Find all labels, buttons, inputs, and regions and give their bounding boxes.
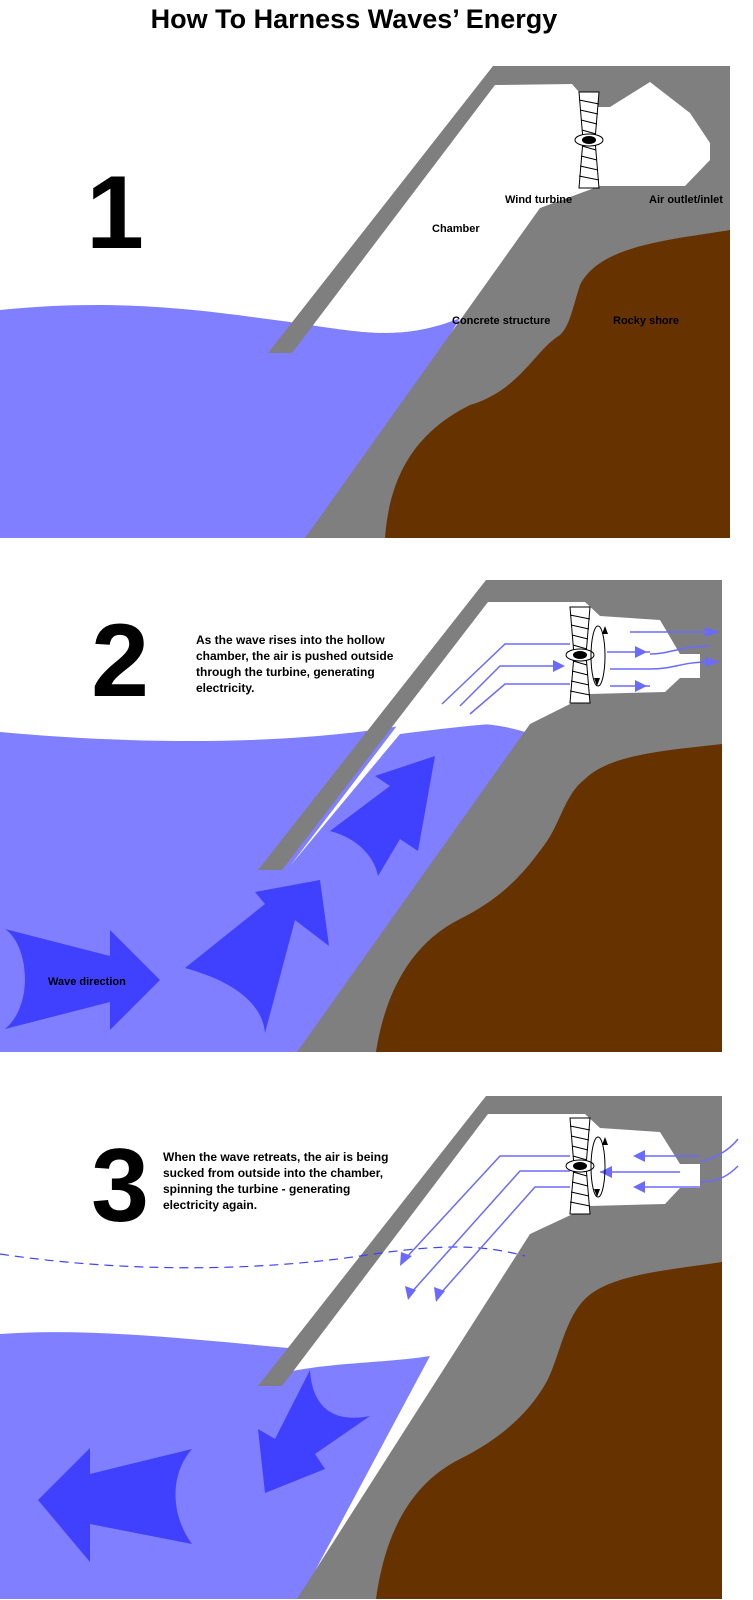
rocky-shore [385,230,730,538]
label-rocky-shore: Rocky shore [613,315,679,327]
rocky-shore [376,1262,722,1599]
description-line: As the wave rises into the hollow [196,633,385,647]
wave-arrow-3 [330,756,435,876]
wave-arrow-retreat-2 [38,1448,192,1562]
panel-1: 1 Wind turbine Air outlet/inlet Chamber … [0,66,730,538]
previous-water-level [0,1246,526,1269]
water-body [0,305,460,538]
wave-arrows [5,756,435,1033]
label-air-outlet: Air outlet/inlet [649,194,723,206]
rocky-shore [376,744,722,1052]
description-line: sucked from outside into the chamber, [163,1166,383,1180]
air-flow-arrowheads [553,627,720,692]
wave-arrow-1 [5,929,160,1030]
description-line: chamber, the air is pushed outside [196,649,394,663]
label-concrete-structure: Concrete structure [452,315,550,327]
panel-2: 2 As the wave rises into the hollow cham… [0,580,722,1052]
panel-3: 3 When the wave retreats, the air is bei… [0,1096,739,1599]
label-chamber: Chamber [432,223,480,235]
wave-arrow-2 [185,880,329,1033]
air-flow-arrowheads [400,1150,645,1302]
step-description-2: As the wave rises into the hollow chambe… [196,633,397,695]
description-line: electricity. [196,681,254,695]
wave-arrow-retreat-1 [258,1370,370,1493]
label-wind-turbine: Wind turbine [505,194,572,206]
description-line: electricity again. [163,1198,257,1212]
chamber-interior [290,604,690,866]
description-line: spinning the turbine - generating [163,1182,350,1196]
description-line: When the wave retreats, the air is being [163,1150,388,1164]
step-number-2: 2 [91,603,149,719]
description-line: through the turbine, generating [196,665,375,679]
diagram-title: How To Harness Waves’ Energy [150,4,558,34]
step-description-3: When the wave retreats, the air is being… [163,1150,392,1212]
water-body [0,1332,430,1599]
wave-arrows [38,1370,370,1562]
step-number-3: 3 [91,1128,149,1244]
step-number-1: 1 [86,155,144,271]
label-wave-direction: Wave direction [48,976,126,988]
air-flow-lines [404,1138,739,1295]
